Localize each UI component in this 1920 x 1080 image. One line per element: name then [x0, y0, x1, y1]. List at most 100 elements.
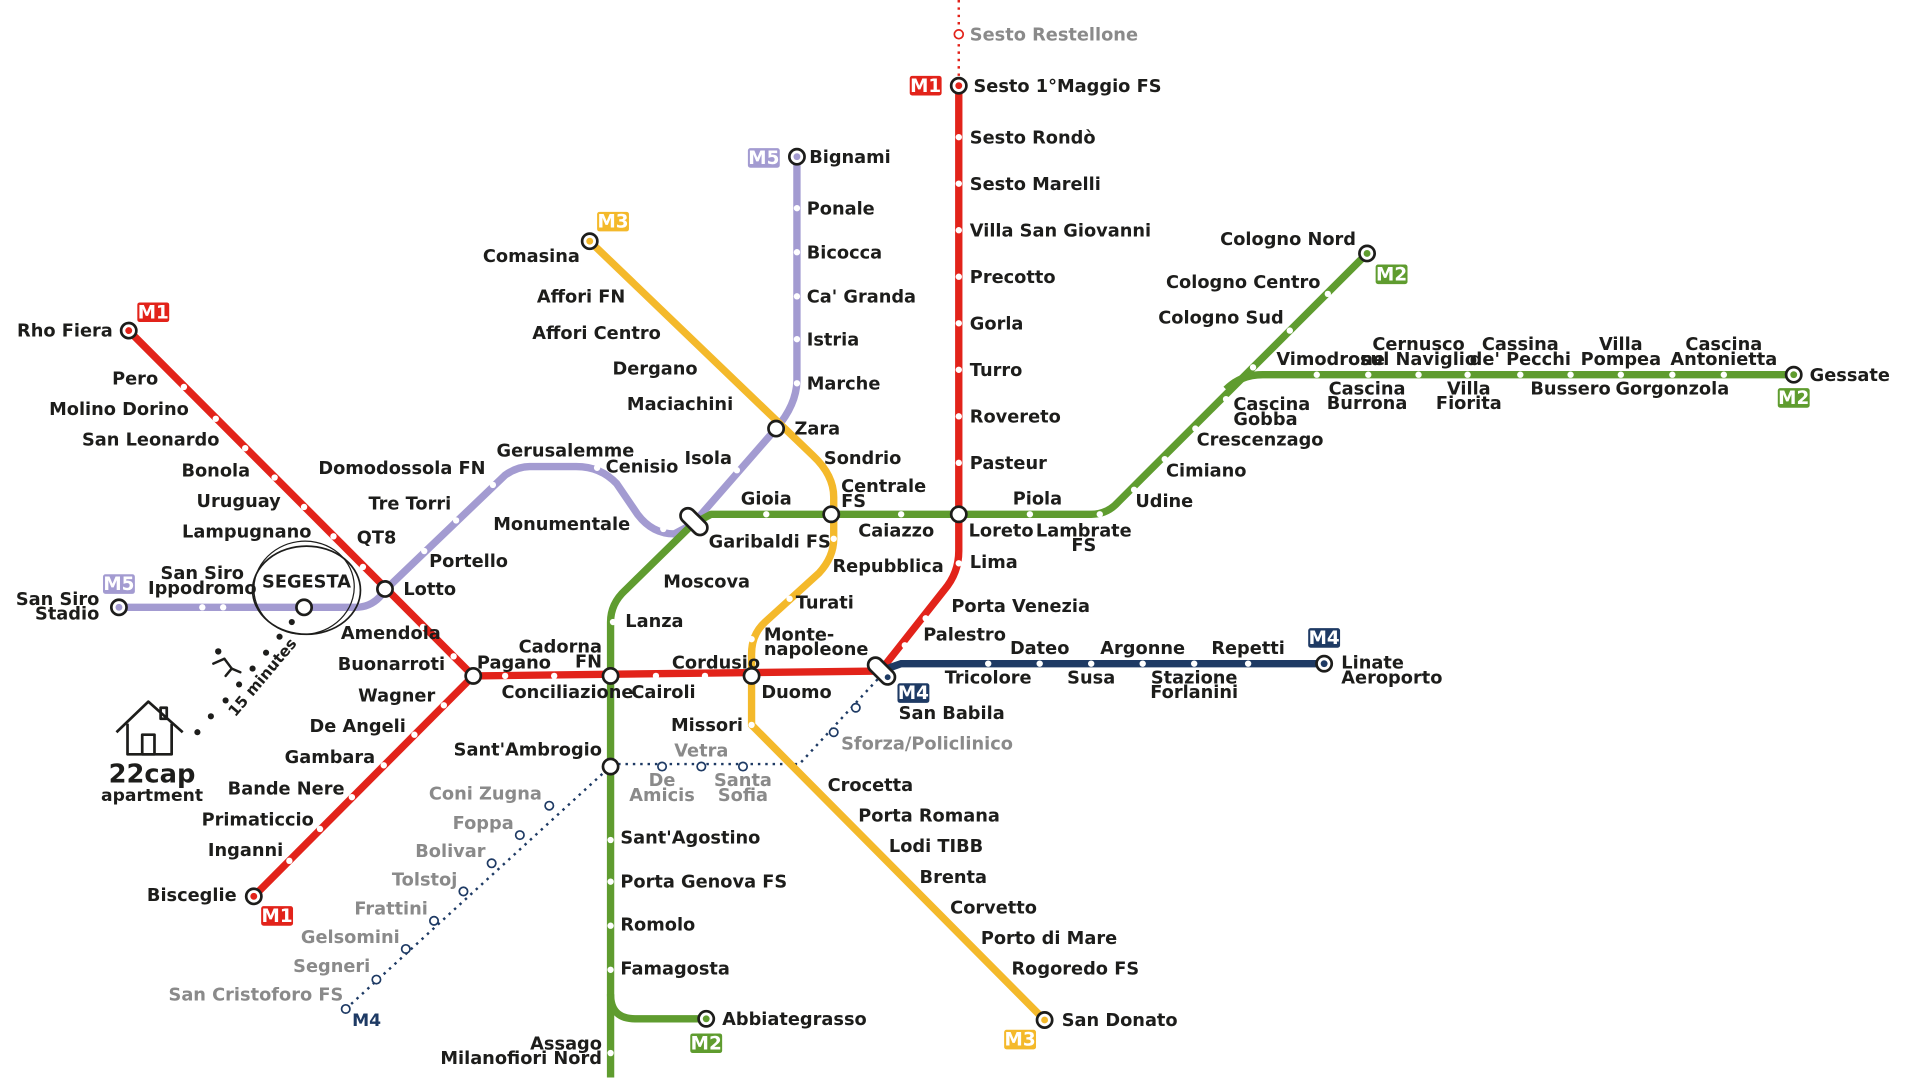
- svg-text:FS: FS: [841, 492, 866, 512]
- station-tick: [330, 533, 337, 540]
- station-tick: [1617, 371, 1625, 378]
- station-tick: [1720, 371, 1728, 378]
- station-label-vetra: Vetra: [674, 742, 728, 762]
- station-label-wagner: Wagner: [358, 687, 435, 707]
- planned-station: [657, 761, 668, 772]
- badge-m1: M1: [137, 302, 170, 323]
- badge-label: M4: [898, 683, 929, 704]
- station-tick: [380, 762, 387, 769]
- svg-text:Burrona: Burrona: [1327, 394, 1408, 414]
- terminus-gessate-core: [1790, 371, 1798, 379]
- badge-bg: [1375, 264, 1408, 285]
- station-label-maciachini: Maciachini: [627, 395, 733, 415]
- badge-label: M4: [1309, 628, 1340, 649]
- station-label-segneri: Segneri: [293, 957, 370, 977]
- station-tick: [1161, 456, 1168, 463]
- station-label-cimiano: Cimiano: [1166, 461, 1247, 481]
- planned-station: [514, 830, 525, 841]
- station-tick: [1026, 511, 1034, 518]
- station-tick: [1464, 371, 1471, 378]
- station-label-conciliazione: Conciliazione: [501, 683, 633, 703]
- station-label-cologno-sud: Cologno Sud: [1158, 308, 1283, 328]
- station-tick: [242, 444, 249, 452]
- svg-text:napoleone: napoleone: [764, 640, 869, 660]
- terminus-abbiategrasso-core: [702, 1015, 710, 1023]
- station-tick: [440, 702, 448, 709]
- station-label-portello: Portello: [429, 552, 508, 572]
- station-label-foppa: Foppa: [453, 814, 514, 834]
- station-tick: [1139, 660, 1146, 667]
- station-label-argonne: Argonne: [1100, 639, 1185, 659]
- planned-station: [737, 761, 749, 772]
- station-tick: [1192, 425, 1199, 432]
- svg-text:Villa: Villa: [1447, 379, 1491, 399]
- station-label-inganni: Inganni: [208, 841, 283, 861]
- station-tick: [793, 293, 801, 300]
- station-label-repubblica: Repubblica: [832, 557, 943, 577]
- station-label-cologno-nord: Cologno Nord: [1220, 230, 1356, 250]
- station-tick: [714, 376, 721, 383]
- station-label-comasina: Comasina: [483, 247, 580, 267]
- planned-station: [544, 800, 555, 811]
- station-tick: [793, 336, 801, 343]
- svg-text:de' Pecchi: de' Pecchi: [1470, 350, 1571, 370]
- station-label-lima: Lima: [970, 553, 1018, 573]
- station-label-segesta: SEGESTA: [262, 573, 351, 593]
- station-label-domodossola-fn: Domodossola FN: [318, 459, 485, 479]
- station-label-san-babila: San Babila: [899, 704, 1005, 724]
- station-tick: [623, 290, 630, 298]
- badge-label: M5: [103, 574, 134, 595]
- badge-m3: M3: [1004, 1030, 1037, 1051]
- badge-m5: M5: [102, 574, 135, 595]
- station-tick: [1517, 371, 1524, 378]
- badge-bg: [747, 148, 780, 168]
- badge-bg: [102, 574, 135, 594]
- station-tick: [359, 563, 367, 571]
- station-label-lotto: Lotto: [403, 580, 456, 600]
- badge-bg: [597, 211, 629, 232]
- station-tick: [593, 464, 601, 471]
- station-tick: [850, 845, 857, 852]
- station-tick: [316, 825, 324, 833]
- station-label-gioia: Gioia: [741, 489, 792, 509]
- station-label-pagano: Pagano: [477, 654, 551, 674]
- badge-label: M2: [1376, 264, 1407, 285]
- station-tick: [955, 459, 962, 467]
- svg-text:Cascina: Cascina: [1685, 335, 1762, 355]
- station-label-ponale: Ponale: [807, 199, 875, 219]
- terminus-comasina-core: [586, 237, 594, 245]
- svg-text:Aeroporto: Aeroporto: [1341, 668, 1442, 688]
- station-label-rho-fiera: Rho Fiera: [17, 322, 113, 342]
- planned-station: [428, 915, 440, 926]
- badge-m2: M2: [1375, 264, 1408, 285]
- planned-lines: [344, 0, 960, 1010]
- badge-label: M3: [1005, 1030, 1036, 1051]
- svg-text:Assago: Assago: [530, 1034, 602, 1054]
- badge-label: M1: [138, 302, 169, 323]
- station-tick: [1088, 660, 1095, 667]
- station-tick: [1286, 327, 1293, 334]
- terminus-cologno-core: [1363, 250, 1371, 257]
- house-icon: [115, 700, 184, 756]
- station-label-santambrogio: Sant'Ambrogio: [454, 741, 602, 761]
- station-tick: [793, 380, 801, 387]
- station-tick: [271, 474, 278, 481]
- svg-text:Stazione: Stazione: [1151, 668, 1238, 688]
- badge-label: M1: [262, 906, 293, 927]
- station-label-montenapoleone: Monte-napoleone: [764, 625, 869, 660]
- planned-station: [458, 886, 469, 897]
- svg-text:San Siro: San Siro: [16, 590, 99, 610]
- station-label-bussero: Bussero: [1530, 379, 1610, 399]
- station-label-dateo: Dateo: [1010, 639, 1069, 659]
- station-tick: [199, 604, 206, 611]
- badge-m4: M4: [1308, 628, 1341, 649]
- badge-bg: [261, 906, 294, 926]
- station-label-gorla: Gorla: [970, 314, 1024, 334]
- station-tick: [607, 878, 614, 885]
